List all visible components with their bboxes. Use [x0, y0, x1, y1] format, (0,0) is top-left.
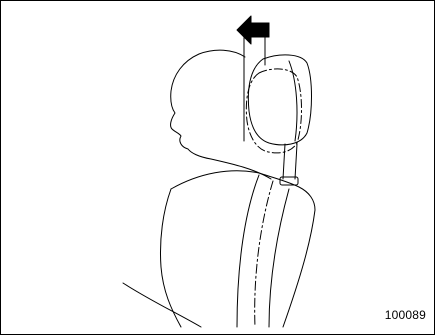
- headrest-stay-left: [283, 144, 285, 179]
- occupant-outline: [171, 50, 271, 179]
- headrest-inner-line: [289, 61, 297, 141]
- direction-arrow-icon: [237, 16, 269, 44]
- headrest-stay-right: [295, 144, 297, 179]
- seat-back-outline: [171, 171, 315, 327]
- seat-side-contour-3: [269, 189, 289, 327]
- headrest-raised: [248, 55, 311, 145]
- seat-side-contour-1: [237, 175, 259, 327]
- seat-side-contour-2: [255, 181, 273, 327]
- headrest-original-position: [246, 69, 301, 153]
- figure-reference-code: 100089: [385, 308, 426, 322]
- seat-bolster-line: [123, 283, 201, 327]
